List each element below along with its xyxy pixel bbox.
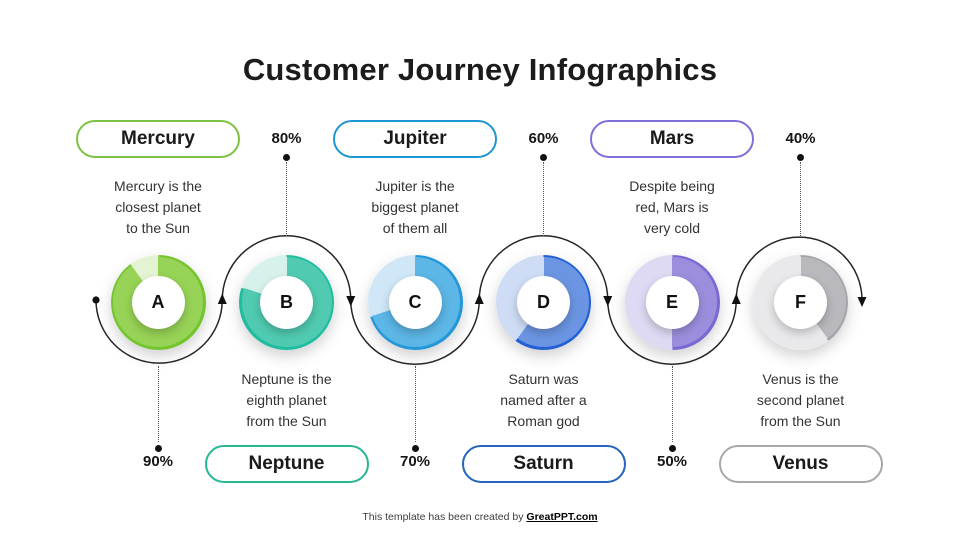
donut-chart-e: E <box>624 254 720 350</box>
step-letter-e: E <box>645 275 699 329</box>
flow-end-arrow-icon <box>857 297 867 307</box>
step-letter-c: C <box>388 275 442 329</box>
step-description-jupiter: Jupiter is the biggest planet of them al… <box>371 178 459 236</box>
step-letter-a: A <box>131 275 185 329</box>
planet-pill-venus: Venus <box>718 445 883 483</box>
planet-pill-label: Mercury <box>121 128 195 149</box>
page-title: Customer Journey Infographics <box>242 52 718 87</box>
leader-dot-f <box>797 153 804 161</box>
flow-arrow-up-icon <box>474 293 484 304</box>
step-description-mars: Despite being red, Mars is very cold <box>629 178 715 236</box>
leader-dot-b <box>283 153 290 161</box>
step-description-venus: Venus is the second planet from the Sun <box>756 371 845 429</box>
flow-start-dot <box>92 296 100 304</box>
step-description-neptune: Neptune is the eighth planet from the Su… <box>241 371 332 429</box>
leader-dot-c <box>411 444 419 452</box>
leader-line-f <box>800 162 801 236</box>
planet-pill-mercury: Mercury <box>76 120 240 158</box>
donut-chart-d: D <box>496 254 591 350</box>
flow-arrow-down-icon <box>346 296 356 307</box>
percent-label-f: 40% <box>785 130 816 147</box>
step-description-saturn: Saturn was named after a Roman god <box>500 371 587 429</box>
footer-credit: This template has been created by GreatP… <box>0 511 960 523</box>
leader-dot-e <box>668 444 676 452</box>
flow-arrow-up-icon <box>217 293 227 304</box>
leader-line-d <box>543 162 544 236</box>
planet-pill-label: Saturn <box>513 453 574 474</box>
step-description-mercury: Mercury is the closest planet to the Sun <box>114 178 202 236</box>
donut-chart-f: F <box>753 254 848 350</box>
leader-dot-a <box>154 444 162 452</box>
planet-pill-label: Venus <box>772 453 829 474</box>
planet-pill-label: Neptune <box>248 453 325 474</box>
leader-dot-d <box>540 153 547 161</box>
percent-label-b: 80% <box>271 130 302 147</box>
percent-label-d: 60% <box>528 130 559 147</box>
flow-arrow-up-icon <box>731 293 741 304</box>
step-letter-d: D <box>517 275 570 329</box>
step-letter-f: F <box>774 275 827 329</box>
leader-line-c <box>414 366 416 442</box>
leader-line-b <box>286 162 287 236</box>
planet-pill-mars: Mars <box>590 120 754 158</box>
footer-credit-text: This template has been created by <box>362 511 527 523</box>
leader-line-e <box>671 366 673 442</box>
percent-label-a: 90% <box>142 453 174 470</box>
planet-pill-label: Jupiter <box>383 128 447 149</box>
percent-label-c: 70% <box>399 453 431 470</box>
percent-label-e: 50% <box>656 453 688 470</box>
footer-credit-link[interactable]: GreatPPT.com <box>526 511 598 523</box>
planet-pill-jupiter: Jupiter <box>333 120 497 158</box>
flow-arrow-down-icon <box>603 296 613 307</box>
planet-pill-saturn: Saturn <box>461 445 626 483</box>
donut-chart-b: B <box>239 254 334 350</box>
donut-chart-c: C <box>367 254 463 350</box>
leader-line-a <box>157 366 159 442</box>
donut-chart-a: A <box>110 254 206 350</box>
step-letter-b: B <box>260 275 313 329</box>
planet-pill-label: Mars <box>649 128 695 149</box>
planet-pill-neptune: Neptune <box>204 445 369 483</box>
